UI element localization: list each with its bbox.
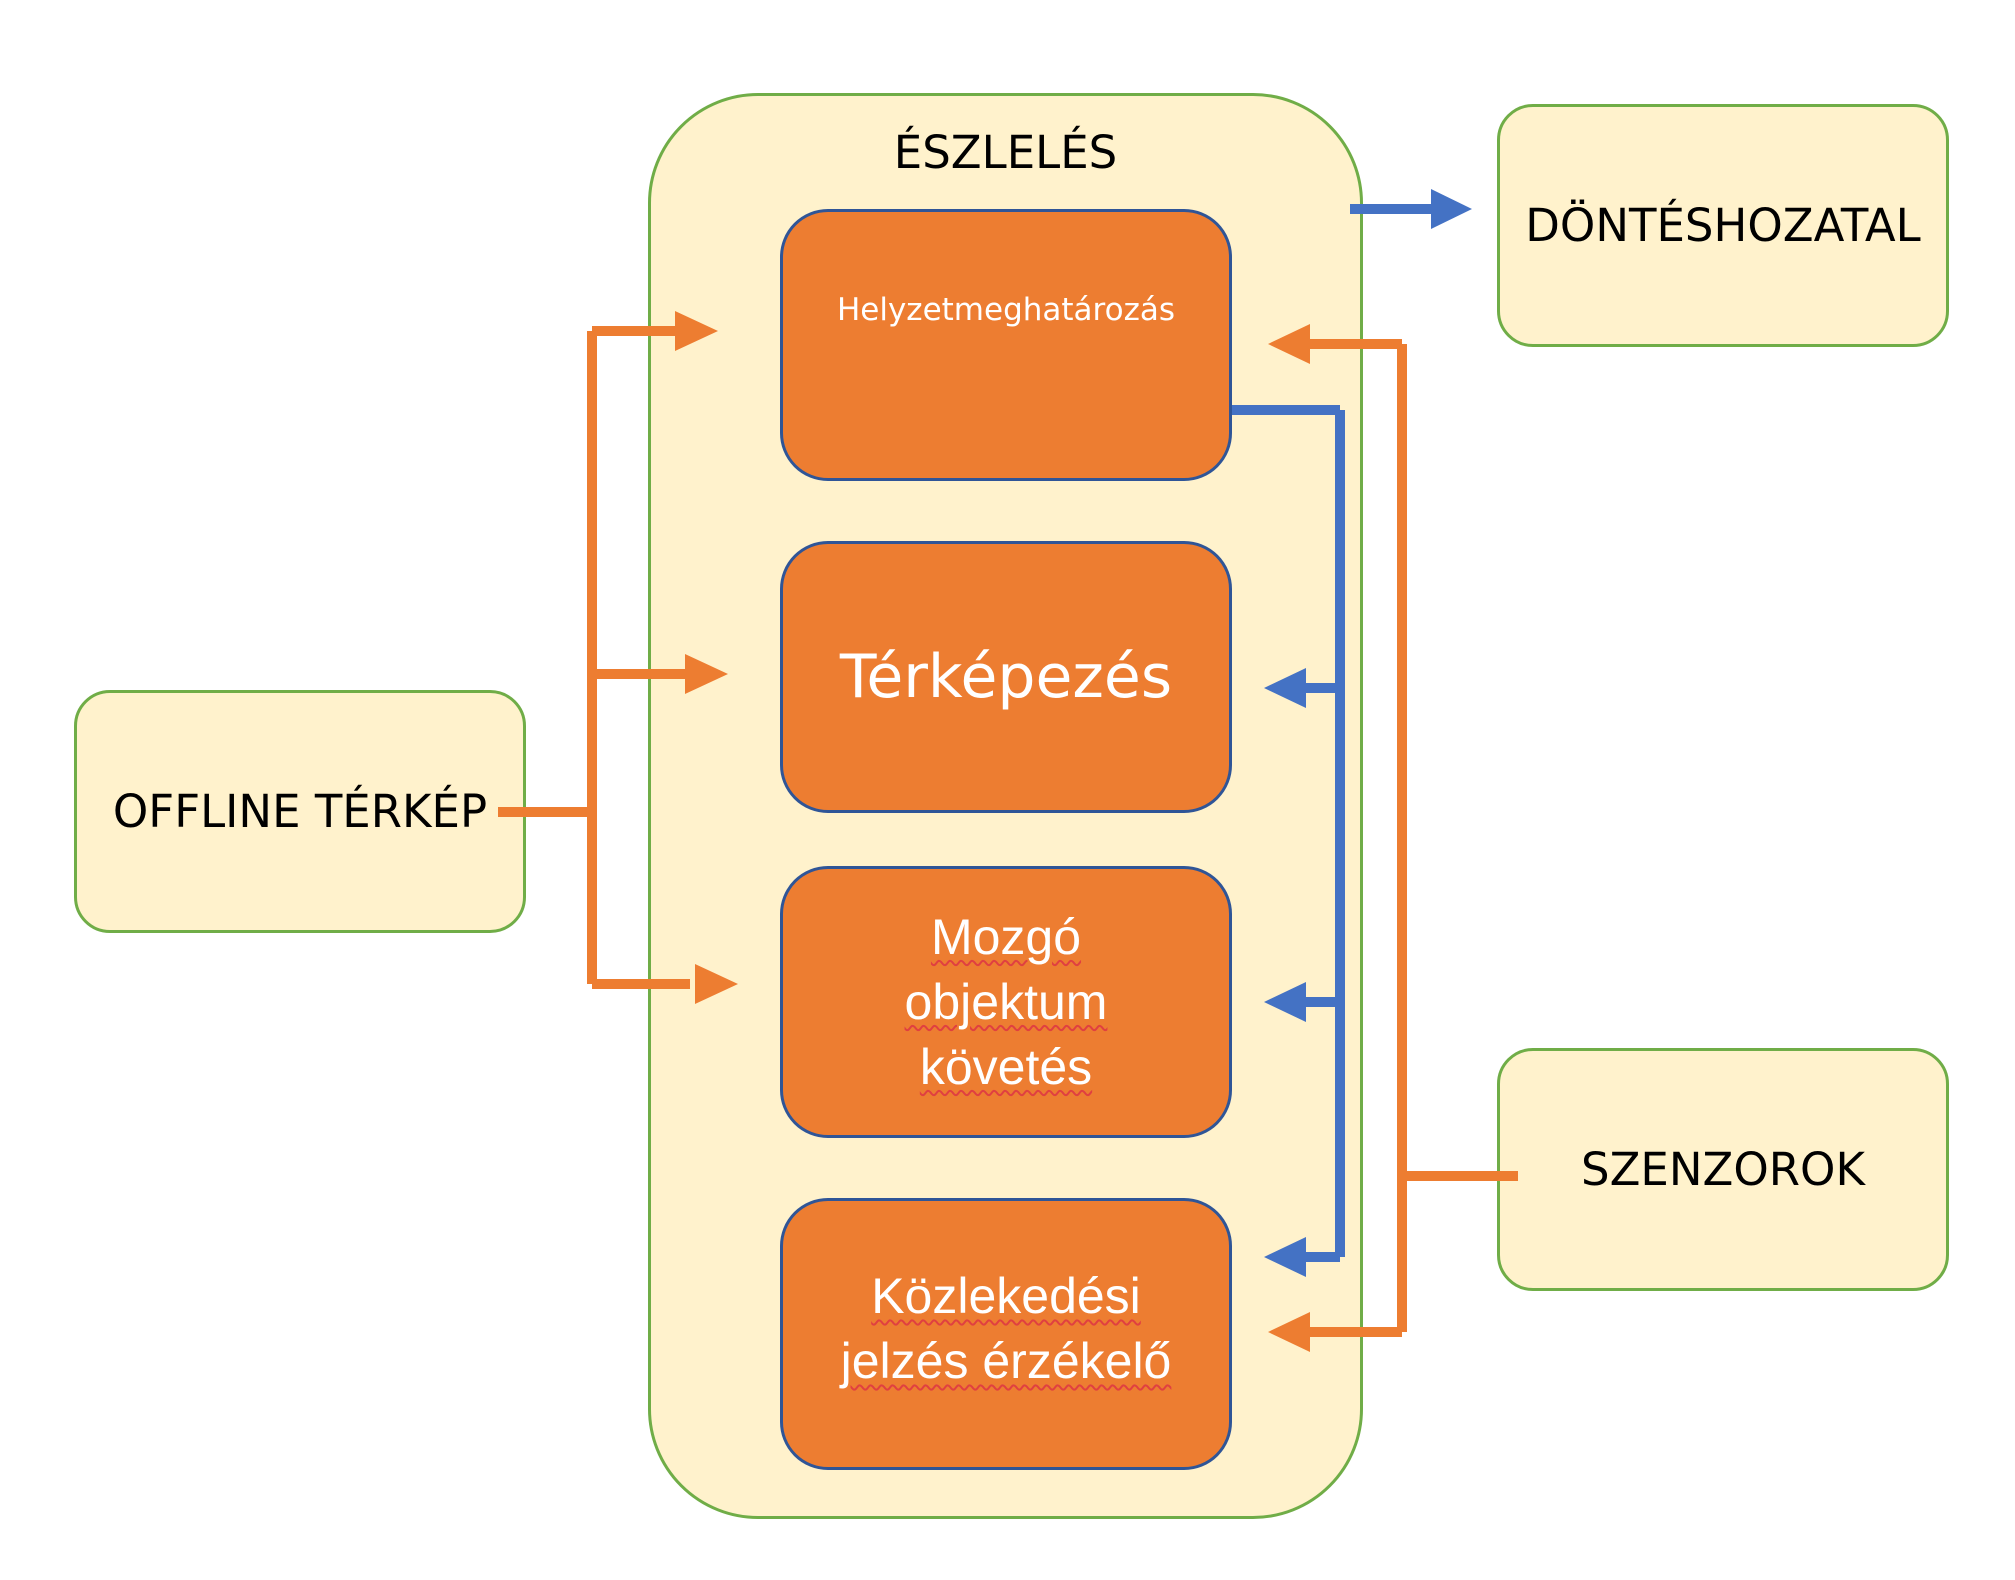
arrowhead-blue-to-tracking: [1264, 982, 1306, 1022]
decision-box: DÖNTÉSHOZATAL: [1497, 104, 1949, 347]
decision-label: DÖNTÉSHOZATAL: [1525, 199, 1921, 252]
arrowhead-to-decision: [1431, 189, 1472, 229]
offline-map-connectors: [498, 326, 690, 989]
sensors-arrowheads: [1268, 324, 1310, 1352]
arrowhead-to-localization: [675, 311, 718, 351]
arrowhead-to-localization-right: [1268, 324, 1310, 364]
arrowhead-blue-to-mapping: [1264, 668, 1306, 708]
tracking-label: Mozgó objektum követés: [904, 908, 1108, 1095]
tracking-module: Mozgó objektum követés: [780, 866, 1232, 1138]
arrowhead-to-traffic-sign: [1268, 1312, 1310, 1352]
mapping-label: Térképezés: [839, 642, 1173, 712]
traffic-sign-label: Közlekedési jelzés érzékelő: [840, 1268, 1172, 1389]
offline-map-arrowheads: [675, 311, 738, 1004]
arrowhead-to-tracking: [695, 964, 738, 1004]
localization-output-arrowheads: [1264, 668, 1306, 1277]
localization-output-connectors: [1198, 405, 1345, 1262]
sensors-connectors: [1305, 339, 1518, 1337]
arrowhead-to-mapping: [685, 654, 728, 694]
mapping-module: Térképezés: [780, 541, 1232, 813]
localization-module: Helyzetmeghatározás: [780, 209, 1232, 481]
traffic-sign-module: Közlekedési jelzés érzékelő: [780, 1198, 1232, 1470]
arrowhead-blue-to-traffic-sign: [1264, 1237, 1306, 1277]
localization-label: Helyzetmeghatározás: [836, 292, 1176, 328]
